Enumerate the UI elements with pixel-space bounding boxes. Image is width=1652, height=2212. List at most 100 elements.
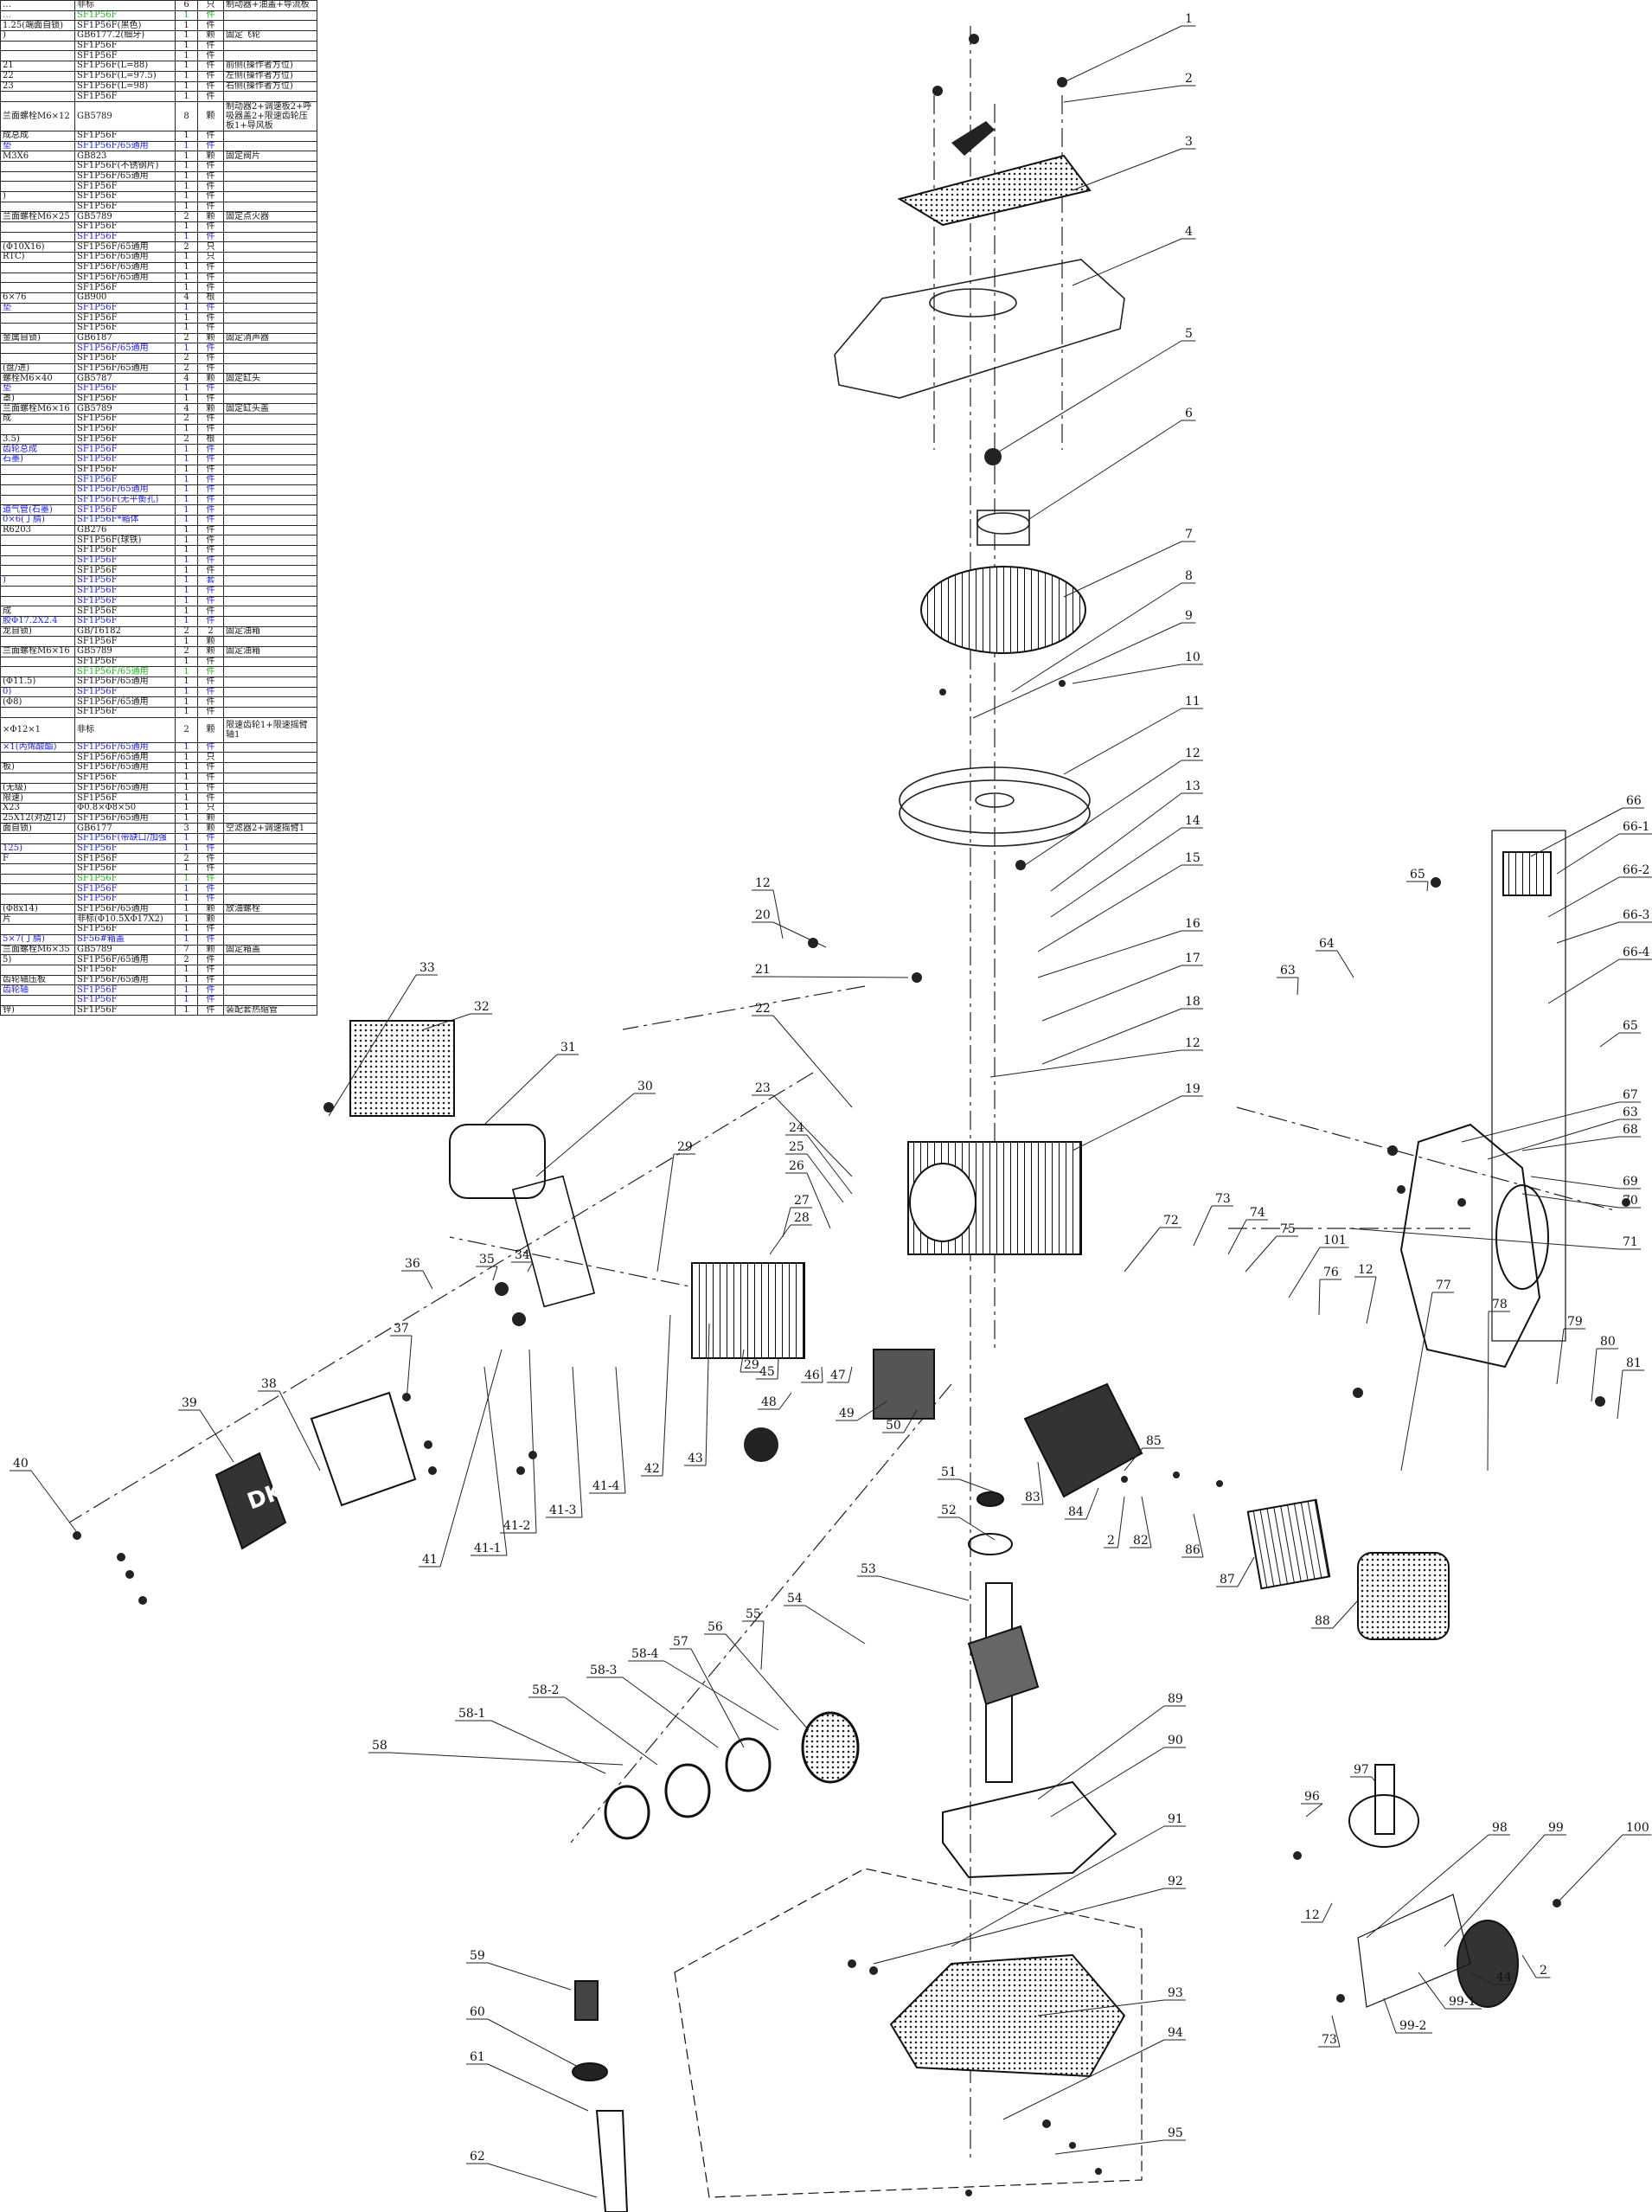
bom-unit: 件	[197, 792, 224, 804]
callout-label: 85	[1146, 1434, 1162, 1448]
callout-49: 49	[836, 1401, 887, 1421]
bom-spec: SF1P56F	[74, 474, 176, 485]
callout-leader-line	[1054, 2139, 1165, 2155]
callout-label: 77	[1436, 1279, 1451, 1292]
bom-note	[223, 741, 317, 753]
callout-leader-line	[1487, 1311, 1489, 1471]
bom-part-name: 0)	[0, 686, 75, 698]
bom-unit: 套	[197, 575, 224, 587]
bom-note: 固定阀片	[223, 151, 317, 162]
callout-label: 78	[1492, 1298, 1508, 1311]
callout-39: 39	[178, 1396, 234, 1463]
callout-label: 91	[1168, 1812, 1183, 1826]
bom-unit: 件	[197, 762, 224, 773]
valve-cover	[215, 1391, 417, 1550]
bom-qty: 1	[175, 524, 198, 536]
bom-note	[223, 772, 317, 784]
callout-84: 84	[1065, 1487, 1099, 1520]
callout-98: 98	[1366, 1821, 1510, 1939]
callout-99-1: 99-1	[1418, 1972, 1482, 2010]
callout-63b: 63	[1487, 1106, 1641, 1160]
bom-qty: 1	[175, 686, 198, 698]
callout-label: 41-4	[592, 1479, 620, 1493]
callout-leader-line	[1530, 1176, 1620, 1189]
callout-label: 63	[1623, 1106, 1638, 1119]
callout-99: 99	[1444, 1821, 1566, 1947]
callout-leader-line	[1072, 1095, 1182, 1151]
callout-95: 95	[1054, 2126, 1186, 2155]
callout-23: 23	[752, 1081, 853, 1177]
callout-101: 101	[1288, 1234, 1349, 1298]
callout-label: 7	[1185, 528, 1193, 542]
callout-leader-line	[1617, 1369, 1623, 1420]
callout-85: 85	[1124, 1434, 1164, 1471]
bom-unit: 件	[197, 676, 224, 688]
callout-leader-line	[1050, 792, 1182, 892]
callout-leader-line	[1530, 807, 1623, 857]
bom-note	[223, 181, 317, 192]
callout-89: 89	[1037, 1692, 1186, 1800]
bom-qty: 1	[175, 595, 198, 607]
callout-label: 87	[1220, 1573, 1235, 1587]
callout-leader-line	[903, 1409, 918, 1433]
bom-qty: 1	[175, 575, 198, 587]
callout-12d: 12	[1354, 1263, 1377, 1324]
callout-label: 14	[1185, 814, 1201, 828]
callout-label: 52	[941, 1504, 957, 1517]
callout-leader-line	[821, 1366, 823, 1383]
callout-62: 62	[466, 2150, 598, 2198]
callout-10: 10	[1072, 651, 1203, 684]
callout-leader-line	[1556, 1328, 1565, 1385]
callout-label: 65	[1623, 1019, 1638, 1033]
bom-note	[223, 504, 317, 516]
callout-54: 54	[784, 1592, 866, 1645]
bom-unit: 件	[197, 130, 224, 142]
callout-17: 17	[1041, 952, 1203, 1022]
callout-label: 8	[1185, 569, 1193, 583]
fuel-tank	[1399, 830, 1566, 1369]
callout-leader-line	[439, 1349, 503, 1568]
callout-label: 68	[1623, 1123, 1638, 1137]
muffler	[349, 1020, 596, 1308]
bom-part-name: 龙自锁)	[0, 625, 75, 638]
callout-leader-line	[1037, 1461, 1044, 1505]
callout-leader-line	[1193, 1513, 1204, 1558]
bom-spec: GB6177	[74, 823, 176, 834]
callout-73b: 73	[1318, 2015, 1341, 2048]
callout-label: 37	[394, 1322, 409, 1336]
bom-spec: SF1P56F	[74, 504, 176, 516]
callout-leader-line	[989, 1049, 1182, 1078]
bom-part-name: 限速)	[0, 792, 75, 804]
callout-79: 79	[1556, 1315, 1585, 1385]
callout-93: 93	[1037, 1986, 1186, 2016]
bom-note	[223, 843, 317, 855]
callout-leader-line	[1085, 1487, 1099, 1520]
callout-leader-line	[856, 1401, 887, 1421]
callout-60: 60	[466, 2005, 580, 2068]
bom-qty: 1	[175, 782, 198, 794]
callout-leader-line	[656, 1153, 675, 1273]
callout-label: 92	[1168, 1875, 1183, 1888]
bom-note	[223, 201, 317, 213]
callout-32: 32	[423, 1000, 492, 1030]
callout-label: 18	[1185, 995, 1201, 1009]
callout-leader-line	[1556, 921, 1620, 944]
callout-label: 22	[755, 1002, 771, 1016]
